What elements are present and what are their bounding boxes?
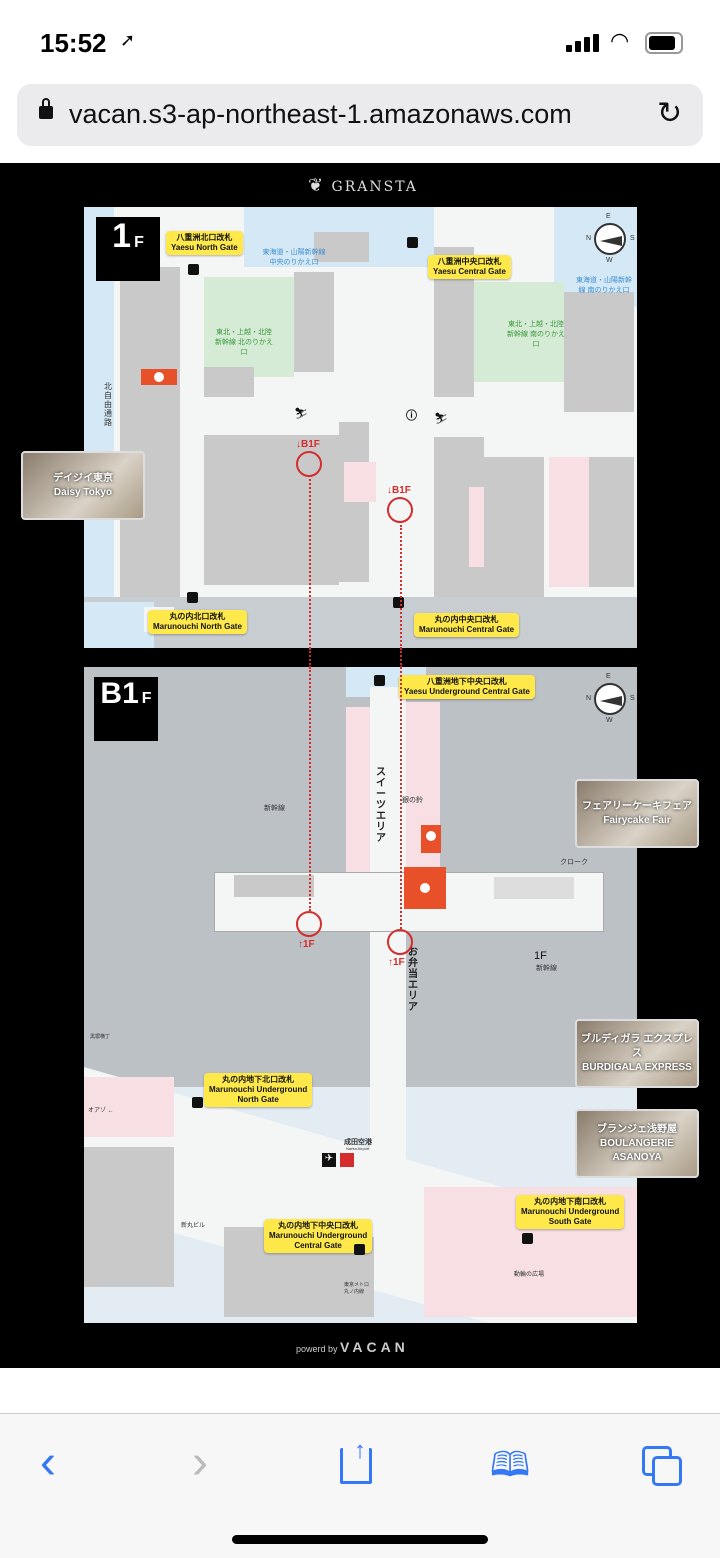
narita-label: 成田空港 bbox=[344, 1139, 372, 1146]
compass-icon bbox=[594, 223, 626, 255]
to-1f-label: ↑1F bbox=[388, 957, 405, 968]
signal-icon bbox=[566, 34, 600, 52]
to-1f-label: ↑1F bbox=[298, 939, 315, 950]
airplane-icon: ✈ bbox=[322, 1153, 336, 1167]
url-text[interactable]: vacan.s3-ap-northeast-1.amazonaws.com bbox=[69, 99, 572, 129]
forward-button[interactable]: › bbox=[192, 1436, 208, 1489]
escalator-to-1f-marker[interactable] bbox=[387, 929, 413, 955]
train-icon bbox=[340, 1153, 354, 1167]
transfer-label: 東海道・山陽新幹線 南のりかえ口 bbox=[576, 277, 632, 294]
transfer-label: 東海道・山陽新幹線 中央のりかえ口 bbox=[262, 249, 326, 266]
transfer-label: 東北・上越・北陸新幹線 北のりかえ口 bbox=[215, 329, 273, 356]
ticket-gate-icon bbox=[354, 1244, 365, 1255]
ticket-gate-icon bbox=[187, 592, 198, 603]
to-b1f-label: ↓B1F bbox=[387, 485, 411, 496]
browser-toolbar: ‹ › ↑ 🕮 bbox=[0, 1413, 720, 1558]
battery-icon bbox=[645, 32, 683, 54]
lock-icon bbox=[39, 106, 53, 119]
escalator-icon: ⛷ bbox=[294, 408, 308, 420]
share-icon[interactable] bbox=[340, 1448, 372, 1484]
silver-bell-label: 銀の鈴 bbox=[402, 797, 423, 804]
bento-area-label: お弁当エリア bbox=[408, 947, 418, 1013]
route-line bbox=[309, 479, 311, 648]
wifi-icon: ◠ bbox=[610, 28, 630, 53]
passage-label: 北自由通路 bbox=[104, 382, 112, 427]
reload-icon[interactable]: ↻ bbox=[657, 97, 683, 130]
compass-icon bbox=[594, 683, 626, 715]
location-arrow-icon: ➚ bbox=[120, 30, 136, 50]
status-bar: 15:52 ➚ ◠ bbox=[0, 0, 720, 80]
sweets-area-label: スイーツエリア bbox=[376, 767, 386, 844]
ticket-gate-icon bbox=[407, 237, 418, 248]
store-marker-burdigala-express[interactable] bbox=[404, 867, 446, 909]
route-line bbox=[309, 667, 311, 911]
escalator-icon: ⛷ bbox=[434, 413, 448, 425]
gransta-logo: ❦ GRANSTA bbox=[308, 175, 418, 196]
back-button[interactable]: ‹ bbox=[40, 1436, 56, 1489]
cloakroom-label: クローク bbox=[560, 859, 588, 866]
info-icon: ⓘ bbox=[406, 410, 417, 422]
to-b1f-label: ↓B1F bbox=[296, 439, 320, 450]
to-1f-label: 1F bbox=[534, 950, 547, 962]
escalator-to-b1f-marker[interactable] bbox=[387, 497, 413, 523]
store-marker-daisy-tokyo[interactable] bbox=[141, 369, 177, 385]
ticket-gate-icon bbox=[192, 1097, 203, 1108]
route-line bbox=[400, 525, 402, 648]
transfer-label: 東北・上越・北陸新幹線 南のりかえ口 bbox=[507, 321, 565, 348]
store-marker-fairycake-fair[interactable] bbox=[421, 825, 441, 853]
gransta-emblem-icon: ❦ bbox=[308, 175, 326, 196]
home-indicator[interactable] bbox=[232, 1535, 488, 1544]
ticket-gate-icon bbox=[374, 675, 385, 686]
escalator-to-b1f-marker[interactable] bbox=[296, 451, 322, 477]
powered-by: powerd by VACAN bbox=[296, 1339, 409, 1355]
vacan-logo: VACAN bbox=[340, 1339, 409, 1355]
shinkansen-label: 新幹線 bbox=[536, 965, 557, 972]
share-arrow: ↑ bbox=[354, 1437, 366, 1464]
ticket-gate-icon bbox=[522, 1233, 533, 1244]
book-icon[interactable]: 🕮 bbox=[490, 1446, 531, 1484]
shinkansen-label: 新幹線 bbox=[264, 805, 285, 812]
address-bar[interactable]: vacan.s3-ap-northeast-1.amazonaws.com ↻ bbox=[17, 84, 703, 146]
escalator-to-1f-marker[interactable] bbox=[296, 911, 322, 937]
clock: 15:52 bbox=[40, 28, 107, 58]
ticket-gate-icon bbox=[188, 264, 199, 275]
ticket-gate-icon bbox=[393, 597, 404, 608]
route-line bbox=[400, 667, 402, 929]
